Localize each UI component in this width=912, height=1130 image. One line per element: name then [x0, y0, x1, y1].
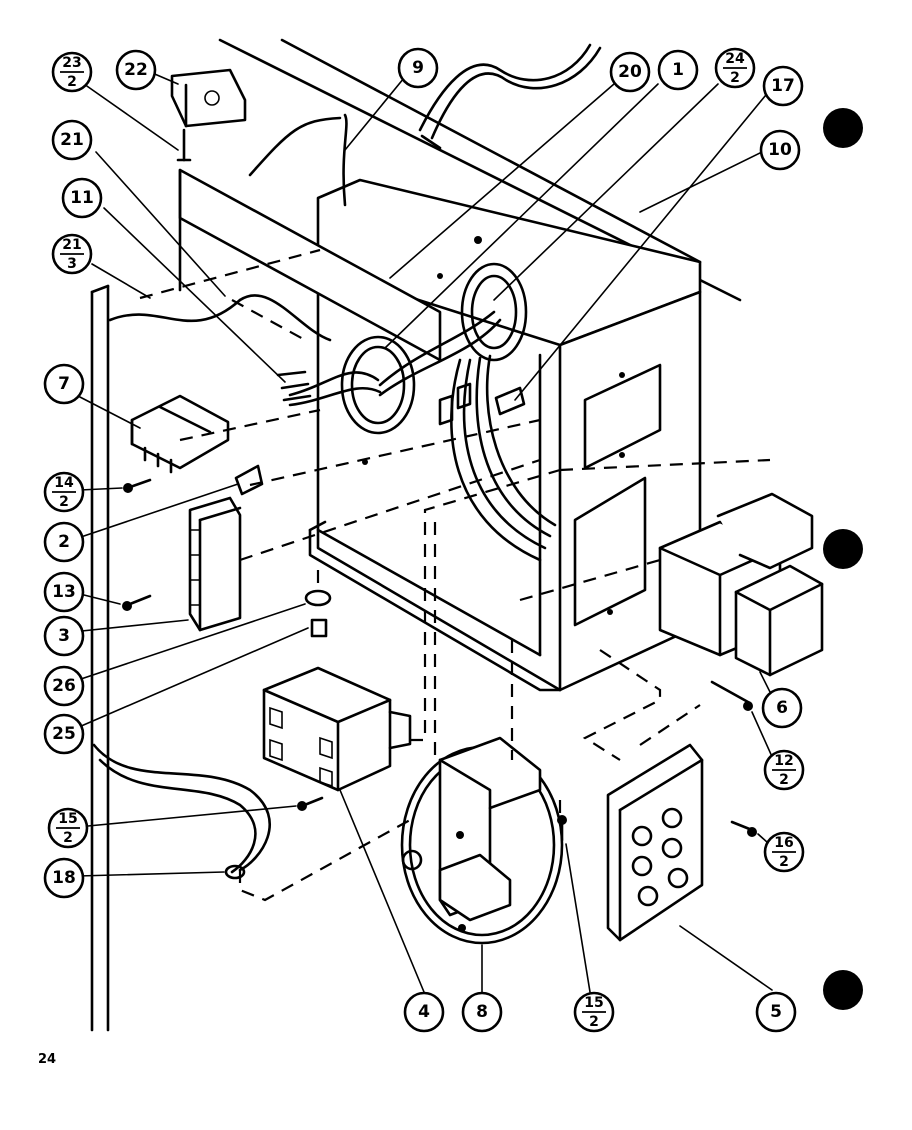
wire-nut-part-2	[234, 464, 264, 496]
callout-1: 1	[657, 49, 699, 91]
svg-text:15: 15	[584, 995, 603, 1011]
callout-4: 4	[403, 991, 445, 1033]
side-rail	[90, 284, 110, 1032]
svg-text:1: 1	[672, 60, 684, 80]
svg-text:14: 14	[54, 475, 74, 491]
callout-14: 14 2	[43, 471, 85, 513]
svg-text:2: 2	[63, 830, 73, 846]
svg-text:9: 9	[412, 58, 424, 78]
callout-10: 10	[759, 129, 801, 171]
screw-part-15	[297, 796, 324, 811]
callout-24: 24 2	[714, 47, 756, 89]
svg-text:18: 18	[52, 868, 76, 888]
callout-8: 8	[461, 991, 503, 1033]
blower-part-8	[400, 736, 564, 945]
screw-part-25	[310, 618, 328, 638]
callout-21: 21	[51, 119, 93, 161]
callout-25: 25	[43, 713, 85, 755]
screw-part-16-lower	[557, 815, 567, 842]
callout-16: 16 2	[763, 831, 805, 873]
callout-13: 13	[43, 571, 85, 613]
relay-part-7	[130, 394, 230, 474]
terminal-board-part-5	[606, 743, 704, 942]
callout-18: 18	[43, 857, 85, 899]
svg-text:2: 2	[58, 532, 70, 552]
svg-text:3: 3	[58, 626, 70, 646]
callout-12: 12 2	[763, 749, 805, 791]
control-box	[308, 178, 702, 692]
screw-part-23	[176, 128, 192, 162]
screw-part-14	[123, 478, 152, 493]
callout-9: 9	[397, 47, 439, 89]
callout-26: 26	[43, 665, 85, 707]
callout-21-3: 21 3	[51, 233, 93, 275]
callout-11: 11	[61, 177, 103, 219]
svg-text:22: 22	[124, 60, 148, 80]
callout-2: 2	[43, 521, 85, 563]
contactor-part-4	[262, 666, 412, 792]
screw-part-13	[122, 594, 152, 611]
terminal-block-part-3	[188, 496, 242, 632]
switch-part-22	[170, 68, 247, 128]
screw-part-16-upper	[730, 820, 757, 837]
svg-text:7: 7	[58, 374, 70, 394]
svg-text:6: 6	[776, 698, 788, 718]
svg-text:2: 2	[67, 74, 77, 90]
callout-3: 3	[43, 615, 85, 657]
registration-marks	[823, 108, 863, 1010]
svg-text:12: 12	[774, 753, 793, 769]
svg-text:21: 21	[60, 130, 84, 150]
svg-text:23: 23	[62, 55, 81, 71]
svg-text:21: 21	[62, 237, 81, 253]
svg-text:17: 17	[771, 76, 795, 96]
callout-15-bottom: 15 2	[573, 991, 615, 1033]
svg-text:2: 2	[779, 854, 789, 870]
leader-lines	[71, 71, 779, 993]
callout-7: 7	[43, 363, 85, 405]
callout-17: 17	[762, 65, 804, 107]
svg-text:2: 2	[589, 1014, 599, 1030]
callout-5: 5	[755, 991, 797, 1033]
screw-part-12	[710, 680, 753, 711]
cord-part-18	[92, 743, 271, 880]
svg-text:25: 25	[52, 724, 76, 744]
svg-text:13: 13	[52, 582, 76, 602]
page-number: 24	[38, 1052, 57, 1067]
transformer-part-6	[658, 492, 824, 677]
washer-part-26	[304, 589, 332, 607]
callout-20: 20	[609, 51, 651, 93]
wire-harness	[108, 43, 602, 562]
svg-text:16: 16	[774, 835, 793, 851]
callout-15-left: 15 2	[47, 807, 89, 849]
svg-text:15: 15	[58, 811, 77, 827]
svg-text:5: 5	[770, 1002, 782, 1022]
svg-text:2: 2	[779, 772, 789, 788]
svg-text:26: 26	[52, 676, 76, 696]
callout-6: 6	[761, 687, 803, 729]
svg-text:20: 20	[618, 62, 642, 82]
svg-text:11: 11	[70, 188, 94, 208]
svg-text:2: 2	[59, 494, 69, 510]
svg-text:8: 8	[476, 1002, 488, 1022]
callout-23: 23 2	[51, 51, 93, 93]
callout-22: 22	[115, 49, 157, 91]
svg-text:24: 24	[725, 51, 745, 67]
svg-text:10: 10	[768, 140, 792, 160]
svg-text:4: 4	[418, 1002, 430, 1022]
svg-text:2: 2	[730, 70, 740, 86]
alignment-lines	[139, 248, 771, 902]
svg-text:3: 3	[67, 256, 77, 272]
